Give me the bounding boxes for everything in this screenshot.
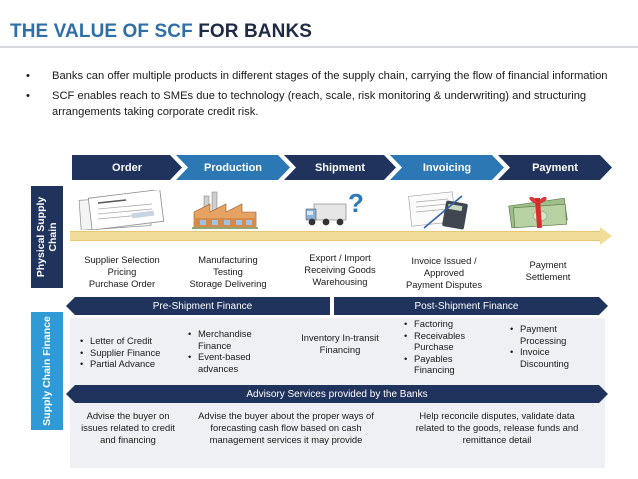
invoice-calculator-icon: [408, 191, 468, 230]
advisory-text-payment: Help reconcile disputes, validate data r…: [415, 410, 579, 445]
stage-description-order: Supplier Selection Pricing Purchase Orde…: [76, 254, 168, 290]
side-label-line: Supply Chain Finance: [41, 316, 53, 426]
post-shipment-band: Post-Shipment Finance: [334, 297, 599, 315]
delivery-truck-question-icon: ?: [305, 190, 364, 226]
finance-product: Invoice Discounting: [510, 346, 588, 369]
post-shipment-arrowhead: [599, 297, 608, 315]
bullet-list: • Banks can offer multiple products in d…: [26, 68, 626, 124]
stage-invoicing: Invoicing: [390, 155, 504, 180]
stage-description-payment: Payment Settlement: [508, 259, 588, 283]
stage-label: Shipment: [314, 161, 366, 174]
page-title: THE VALUE OF SCF FOR BANKS: [10, 21, 312, 43]
cash-gift-icon: [508, 196, 568, 229]
finance-product: Partial Advance: [80, 358, 180, 370]
factory-icon: [192, 191, 258, 229]
title-rest: FOR BANKS: [192, 21, 313, 42]
description-line: Payment Disputes: [405, 279, 483, 290]
band-label: Pre-Shipment Finance: [152, 300, 253, 312]
advisory-arrowhead-right: [599, 385, 608, 403]
description-line: Settlement: [525, 271, 571, 282]
stage-label: Invoicing: [422, 161, 472, 174]
side-label-line: Chain: [47, 222, 59, 252]
bullet-item: • SCF enables reach to SMEs due to techn…: [26, 88, 626, 120]
description-line: Receiving Goods: [304, 264, 376, 275]
description-line: Approved: [423, 267, 465, 278]
side-label-line: Physical Supply: [35, 196, 47, 278]
stage-label: Order: [112, 161, 142, 174]
stage-bar: Order Production Shipment Invoicing Paym…: [72, 155, 612, 180]
finance-product: Factoring: [404, 318, 486, 330]
supply-chain-finance-label: Supply Chain Finance: [31, 312, 63, 430]
pre-shipment-band: Pre-Shipment Finance: [75, 297, 330, 315]
stage-description-invoicing: Invoice Issued / Approved Payment Disput…: [398, 255, 490, 291]
shipment-finance-text: Inventory In-transit Financing: [301, 332, 379, 355]
advisory-text-order: Advise the buyer on issues related to cr…: [81, 410, 175, 445]
timeline-bar: [70, 231, 602, 241]
bullet-dot: •: [26, 70, 30, 82]
finance-product: Payment Processing: [510, 323, 588, 346]
bullet-dot: •: [26, 90, 30, 102]
purchase-order-documents-icon: [78, 190, 165, 230]
production-finance-list: Merchandise Finance Event-based advances: [188, 328, 274, 374]
stage-order: Order: [72, 155, 182, 180]
pre-shipment-arrowhead: [66, 297, 75, 315]
finance-product: Letter of Credit: [80, 335, 180, 347]
finance-product: Payables Financing: [404, 353, 486, 376]
stage-description-production: Manufacturing Testing Storage Delivering: [180, 254, 276, 290]
stage-shipment: Shipment: [284, 155, 396, 180]
stage-payment: Payment: [498, 155, 612, 180]
advisory-text-shipment: Advise the buyer about the proper ways o…: [198, 410, 374, 445]
finance-product: Merchandise Finance: [188, 328, 274, 351]
description-line: Testing: [213, 266, 243, 277]
finance-product: Receivables Purchase: [404, 330, 486, 353]
advisory-arrowhead-left: [66, 385, 75, 403]
description-line: Purchase Order: [88, 278, 156, 289]
bullet-text: SCF enables reach to SMEs due to technol…: [52, 90, 587, 118]
title-accent: THE VALUE OF SCF: [10, 21, 193, 42]
finance-product: Supplier Finance: [80, 347, 180, 359]
description-line: Supplier Selection: [84, 254, 160, 265]
description-line: Payment: [529, 259, 567, 270]
timeline-arrowhead: [600, 227, 612, 245]
stage-description-shipment: Export / Import Receiving Goods Warehous…: [290, 252, 390, 288]
order-finance-list: Letter of Credit Supplier Finance Partia…: [80, 335, 180, 370]
svg-text:?: ?: [348, 190, 364, 218]
invoicing-finance-list: Factoring Receivables Purchase Payables …: [404, 318, 486, 376]
bullet-text: Banks can offer multiple products in dif…: [52, 70, 608, 82]
advisory-band: Advisory Services provided by the Banks: [75, 385, 599, 403]
description-line: Warehousing: [312, 276, 368, 287]
description-line: Manufacturing: [198, 254, 258, 265]
stage-label: Production: [203, 161, 263, 174]
band-label: Advisory Services provided by the Banks: [246, 388, 428, 400]
finance-product: Event-based advances: [188, 351, 274, 374]
stage-label: Payment: [532, 161, 578, 174]
bullet-item: • Banks can offer multiple products in d…: [26, 68, 626, 84]
description-line: Storage Delivering: [189, 278, 267, 289]
title-divider: [0, 46, 638, 48]
description-line: Pricing: [107, 266, 137, 277]
description-line: Invoice Issued /: [411, 255, 477, 266]
payment-finance-list: Payment Processing Invoice Discounting: [510, 323, 588, 369]
physical-supply-chain-label: Physical Supply Chain: [31, 186, 63, 288]
description-line: Export / Import: [309, 252, 371, 263]
band-label: Post-Shipment Finance: [414, 300, 519, 312]
stage-production: Production: [176, 155, 290, 180]
